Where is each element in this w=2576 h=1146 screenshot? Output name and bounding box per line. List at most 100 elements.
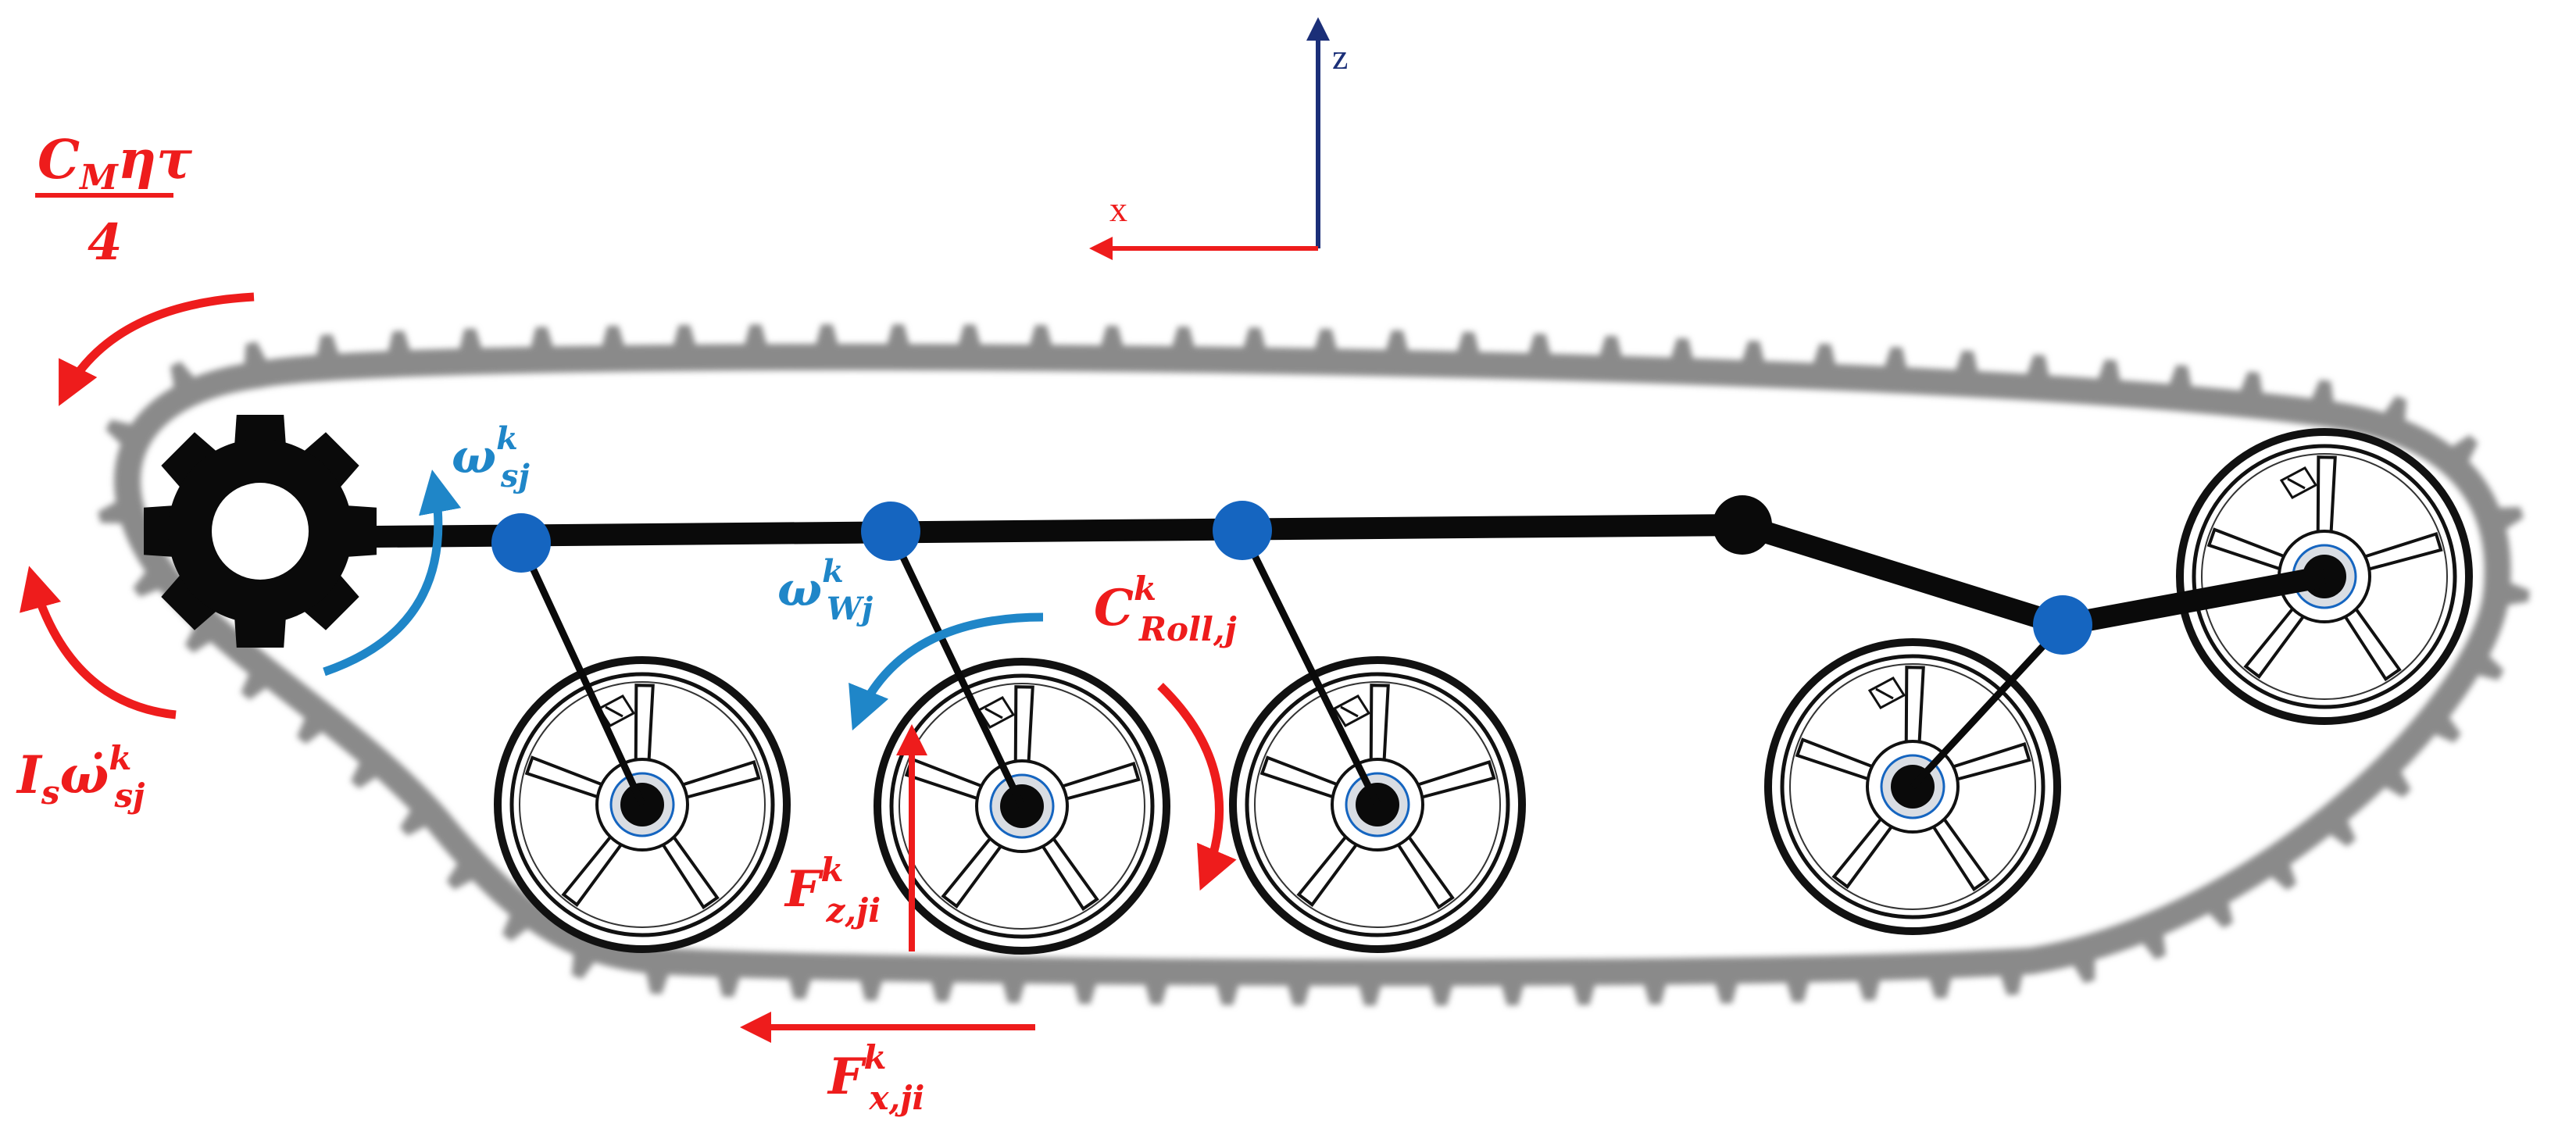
track-tooth [571, 949, 598, 980]
track-tooth [1242, 327, 1267, 353]
track-tooth [529, 327, 555, 352]
track-tooth [2380, 766, 2411, 798]
track-tooth [351, 757, 381, 789]
sprocket-tooth [161, 572, 220, 630]
svg-text:4: 4 [88, 213, 123, 272]
track-tooth [930, 976, 956, 1002]
track-tooth [1499, 980, 1525, 1005]
track-tooth [2139, 929, 2166, 960]
drive-sprocket [144, 415, 406, 648]
track-tooth [2430, 712, 2461, 743]
track-tooth [1144, 979, 1169, 1005]
track-tooth [2494, 507, 2524, 532]
sprocket-tooth [144, 505, 177, 558]
track-tooth [1527, 334, 1552, 359]
track-tooth [170, 361, 198, 392]
track-tooth [1286, 980, 1312, 1005]
suspension-linkage [288, 495, 2327, 808]
track-tooth [1642, 979, 1668, 1005]
track-tooth [814, 324, 840, 350]
track-tooth [1215, 980, 1241, 1005]
track-tooth [1571, 980, 1596, 1005]
arm-3 [1238, 529, 1381, 806]
track-tooth [316, 334, 341, 361]
track-tooth [2238, 371, 2263, 398]
track-tooth [1785, 976, 1810, 1002]
track-tooth [399, 805, 431, 836]
track-tooth [387, 330, 413, 357]
track-teeth [98, 324, 2530, 1006]
track-tooth [2205, 897, 2233, 928]
track-tooth [1313, 328, 1338, 355]
track-tooth [1001, 977, 1027, 1003]
joint-4 [1713, 495, 1772, 555]
rear-beam [1738, 514, 2067, 636]
track-tooth [885, 324, 911, 350]
rolling-resistance-arrow [1157, 683, 1237, 891]
track-tooth [1713, 978, 1739, 1004]
track-tooth [1856, 975, 1881, 1001]
track-tooth [1170, 327, 1196, 352]
track-tooth [2267, 859, 2297, 891]
track-tooth [1357, 980, 1383, 1006]
track-tooth [743, 324, 769, 350]
track-tooth [244, 341, 269, 370]
sprocket-tooth [161, 432, 220, 491]
sprocket-tooth [234, 614, 287, 648]
rear-link [2060, 566, 2327, 636]
track-tooth [2326, 816, 2356, 847]
joint-1 [491, 513, 551, 573]
track-tooth [1669, 337, 1695, 364]
track-tooth [2167, 365, 2192, 392]
track-tooth [105, 419, 137, 448]
track-tooth [1072, 978, 1098, 1005]
joint-2 [861, 502, 920, 561]
track-tooth [645, 968, 670, 994]
sprocket-inertia-arrow [20, 566, 177, 719]
track-tooth [1384, 330, 1409, 356]
track-tooth [1428, 980, 1454, 1006]
track-tooth [1953, 350, 1979, 377]
track-tooth [1598, 335, 1624, 362]
track-tooth [2503, 580, 2530, 606]
track-tooth [446, 859, 477, 890]
track-tooth [98, 499, 127, 524]
arm-5 [1910, 622, 2066, 790]
track-tooth [1811, 343, 1837, 370]
arm-2 [887, 530, 1026, 808]
track-tooth [133, 567, 164, 598]
road-wheel [874, 658, 1170, 955]
track-tooth [1999, 969, 2024, 995]
track-tooth [1928, 973, 1953, 998]
track-tooth [2473, 652, 2504, 680]
track-tooth [859, 975, 884, 1001]
track-tooth [2070, 954, 2095, 984]
track-belt [98, 324, 2530, 1006]
track-tooth [2381, 395, 2407, 426]
track-tooth [458, 328, 484, 355]
sprocket-hub [212, 483, 309, 580]
sprocket-tooth [301, 572, 359, 630]
track-loop [114, 344, 2511, 987]
sprocket-torque-arrow [59, 292, 255, 406]
track-tooth [1456, 331, 1481, 358]
track-tooth [600, 326, 626, 352]
track-tooth [1882, 347, 1908, 373]
sprocket-speed-arrow [323, 469, 462, 677]
track-tooth [297, 712, 327, 744]
coordinate-axes: z x [1089, 17, 1348, 260]
svg-text:CMητ: CMητ [38, 129, 192, 198]
joint-3 [1213, 501, 1272, 560]
track-tooth [2447, 434, 2478, 466]
joint-5 [2033, 595, 2092, 655]
track-tooth [2096, 359, 2121, 386]
track-tooth [184, 622, 216, 653]
track-tooth [2309, 380, 2335, 407]
track-tooth [1028, 325, 1053, 351]
